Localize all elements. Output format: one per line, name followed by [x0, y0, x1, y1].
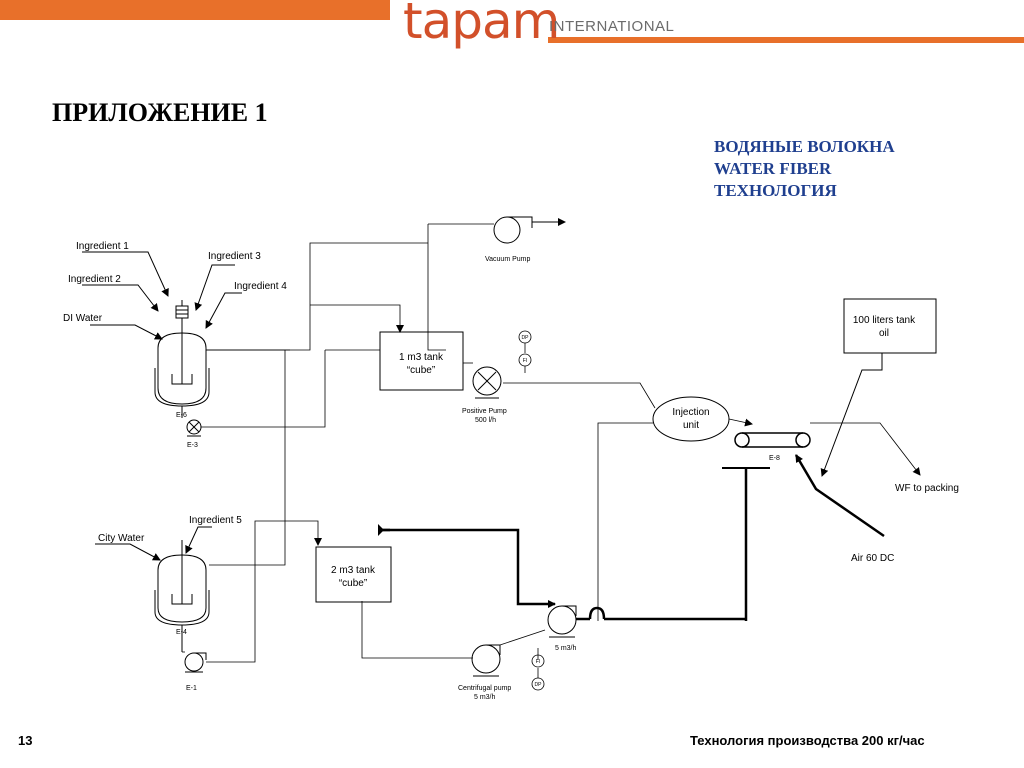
- process-lines-top: [201, 223, 656, 428]
- centrifugal-pump-label-2: 5 m3/h: [474, 694, 496, 701]
- page-title: ПРИЛОЖЕНИЕ 1: [52, 98, 268, 127]
- loop-arrow-head: [378, 524, 384, 536]
- line-to-packing: [810, 422, 921, 476]
- page-number: 13: [18, 733, 33, 748]
- label-ingredient-5: Ingredient 5: [189, 515, 242, 526]
- centrifugal-pump-label-1: Centrifugal pump: [458, 685, 511, 692]
- label-wf-packing: WF to packing: [895, 483, 959, 494]
- label-ingredient-1: Ingredient 1: [76, 241, 129, 252]
- label-dp-bottom: DP: [535, 682, 543, 688]
- reactor-e6: [154, 300, 210, 418]
- header-accent-bar-left: [0, 0, 390, 20]
- label-city-water: City Water: [98, 533, 145, 544]
- injection-label-1: Injection: [672, 407, 709, 418]
- label-ingredient-4: Ingredient 4: [234, 281, 287, 292]
- line-injection-to-conveyor: [728, 418, 753, 427]
- vacuum-pump: [493, 216, 566, 244]
- header-accent-bar-right: [548, 37, 1024, 43]
- reactor-e4: [154, 540, 210, 652]
- label-vacuum-pump: Vacuum Pump: [485, 256, 530, 263]
- centrifugal-pump: [471, 644, 501, 677]
- footer-text: Технология производства 200 кг/час: [690, 733, 925, 748]
- label-fi-bottom: FI: [536, 659, 540, 665]
- tank-2m3: [315, 546, 392, 603]
- label-e4: E-4: [176, 629, 187, 636]
- label-ingredient-3: Ingredient 3: [208, 251, 261, 262]
- ingredient-feed-lines: [82, 251, 242, 340]
- tank-2m3-label-2: “cube”: [339, 578, 367, 589]
- page-subtitle: ВОДЯНЫЕ ВОЛОКНА WATER FIBER ТЕХНОЛОГИЯ: [714, 136, 895, 202]
- tank-1m3: [379, 331, 464, 391]
- line-return-to-injection: [597, 422, 653, 621]
- oil-tank-label-2: oil: [879, 328, 889, 339]
- label-dp: DP: [522, 335, 530, 341]
- subtitle-line-1: ВОДЯНЫЕ ВОЛОКНА: [714, 137, 895, 156]
- instrument-dp: [518, 330, 532, 344]
- label-e8: E-8: [769, 455, 780, 462]
- pump-e1: [184, 652, 207, 673]
- instrument-fi: [518, 353, 532, 367]
- injection-unit: [652, 396, 730, 442]
- positive-pump-label-1: Positive Pump: [462, 408, 507, 415]
- process-lines-bottom: [182, 350, 546, 678]
- subtitle-line-2: WATER FIBER: [714, 159, 832, 178]
- line-oil-to-conveyor: [820, 353, 883, 477]
- oil-tank-label-1: 100 liters tank: [853, 315, 916, 326]
- label-di-water: DI Water: [63, 313, 103, 324]
- label-air: Air 60 DC: [851, 553, 894, 564]
- instrument-dp-bottom: [531, 677, 545, 691]
- positive-pump-label-2: 500 l/h: [475, 417, 496, 424]
- bottom-feed-lines: [95, 526, 212, 561]
- tank-2m3-label-1: 2 m3 tank: [331, 565, 376, 576]
- company-logo-subtitle: INTERNATIONAL: [549, 18, 675, 35]
- label-ingredient-2: Ingredient 2: [68, 274, 121, 285]
- conveyor-e8: [722, 432, 811, 621]
- subtitle-line-3: ТЕХНОЛОГИЯ: [714, 181, 837, 200]
- company-logo: tapam: [403, 0, 560, 50]
- label-e6: E-6: [176, 412, 187, 419]
- tank-1m3-label-2: “cube”: [407, 365, 435, 376]
- line-air: [794, 454, 885, 538]
- bold-recirculation-loop: [378, 528, 746, 621]
- label-fi: FI: [523, 358, 527, 364]
- tank-1m3-label-1: 1 m3 tank: [399, 352, 444, 363]
- label-e3: E-3: [187, 442, 198, 449]
- instrument-fi-bottom: [531, 654, 545, 668]
- label-e1: E-1: [186, 685, 197, 692]
- positive-pump: [472, 366, 502, 399]
- oil-tank: [843, 298, 937, 354]
- label-flow-5m3h: 5 m3/h: [555, 645, 577, 652]
- circulation-pump: [547, 605, 577, 638]
- injection-label-2: unit: [683, 420, 699, 431]
- pump-e3: [186, 419, 202, 437]
